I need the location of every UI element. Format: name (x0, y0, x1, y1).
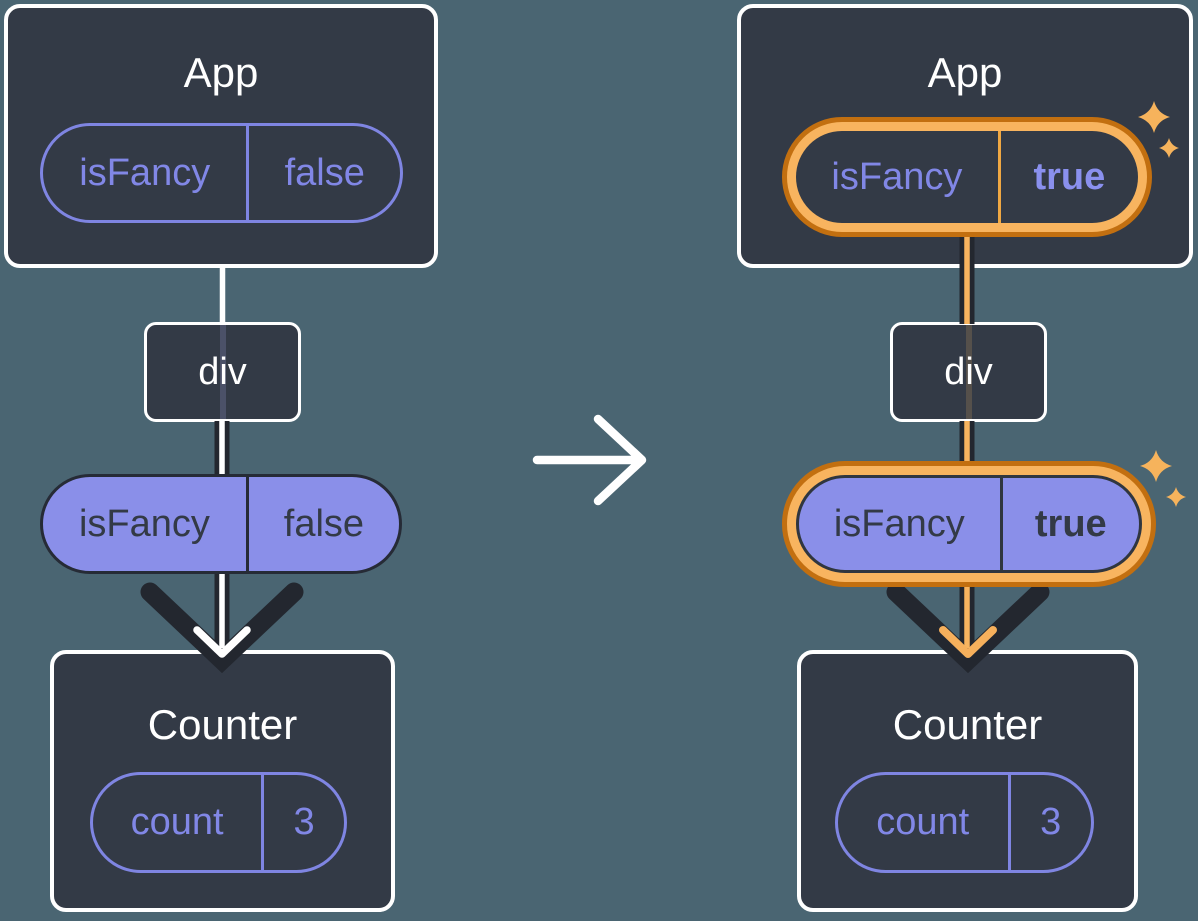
prop-value-cell: false (246, 126, 400, 220)
prop-value-cell: true (999, 478, 1139, 570)
state-name-cell: count (130, 801, 224, 843)
app-prop-pill-before: isFancy false (40, 123, 403, 223)
passed-prop-pill-after: isFancy true (796, 475, 1142, 573)
prop-name-cell: isFancy (831, 155, 963, 198)
app-title: App (183, 49, 259, 96)
counter-title: Counter (892, 701, 1043, 748)
app-prop-pill-after: isFancy true (796, 131, 1138, 223)
state-value-cell: 3 (261, 775, 344, 870)
app-title: App (927, 49, 1003, 96)
div-element-box-before: div (144, 322, 301, 422)
prop-name-cell: isFancy (78, 502, 210, 545)
pass-through-trace (219, 325, 226, 419)
prop-name-cell: isFancy (833, 502, 965, 545)
arrow-right-icon (532, 414, 647, 506)
counter-title: Counter (147, 701, 298, 748)
fancy-highlight-ring: isFancy true (782, 461, 1156, 587)
counter-state-pill-after: count 3 (835, 772, 1094, 873)
counter-state-pill-before: count 3 (90, 772, 347, 873)
prop-value-cell: false (245, 477, 399, 571)
sparkle-icon (1140, 450, 1172, 482)
state-value-cell: 3 (1007, 775, 1091, 870)
prop-name-cell: isFancy (79, 151, 211, 194)
prop-value-cell: true (997, 131, 1138, 223)
fancy-highlight-ring: isFancy true (782, 117, 1152, 237)
pass-through-trace (965, 325, 972, 419)
state-name-cell: count (876, 801, 970, 843)
div-element-box-after: div (890, 322, 1047, 422)
sparkle-icon (1166, 487, 1186, 507)
passed-prop-pill-before: isFancy false (40, 474, 402, 574)
